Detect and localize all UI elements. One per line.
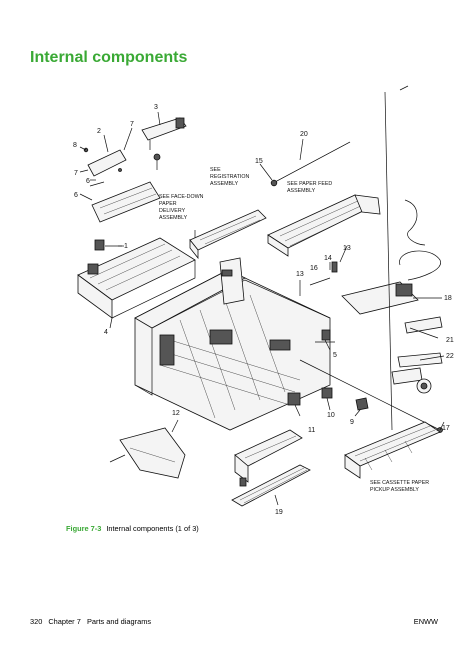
callout-21: 21 <box>446 337 454 344</box>
callout-13a: 13 <box>343 245 351 252</box>
callout-15: 15 <box>255 158 263 165</box>
callout-17: 17 <box>442 425 450 432</box>
callout-16: 16 <box>310 265 318 272</box>
note-registration-line-2: REGISTRATION <box>210 174 250 180</box>
bottom-small-parts <box>287 387 369 411</box>
page-heading: Internal components <box>30 49 188 66</box>
note-cassette-line-1: SEE CASSETTE PAPER <box>370 480 429 486</box>
callout-7a: 7 <box>130 121 134 128</box>
note-face-down: SEE FACE-DOWN PAPER DELIVERY ASSEMBLY <box>159 194 204 221</box>
note-paper-feed-line-1: SEE PAPER FEED <box>287 181 332 187</box>
note-face-down-line-1: SEE FACE-DOWN <box>159 194 204 200</box>
part-3-lever <box>141 117 187 170</box>
callout-14: 14 <box>324 255 332 262</box>
page-footer: 320 Chapter 7 Parts and diagrams ENWW <box>30 617 444 626</box>
footer-edition: ENWW <box>413 617 438 626</box>
part-11-lower-guide <box>234 429 303 487</box>
note-cassette-line-2: PICKUP ASSEMBLY <box>370 487 419 493</box>
figure-caption: Figure 7-3 Internal components (1 of 3) <box>66 524 199 533</box>
note-face-down-line-4: ASSEMBLY <box>159 215 188 221</box>
callout-19: 19 <box>275 509 283 516</box>
leader-lines <box>79 111 445 506</box>
callout-1: 1 <box>124 243 128 250</box>
note-paper-feed-line-2: ASSEMBLY <box>287 188 316 194</box>
note-registration-line-3: ASSEMBLY <box>210 181 239 187</box>
callout-20: 20 <box>300 131 308 138</box>
note-paper-feed: SEE PAPER FEED ASSEMBLY <box>287 181 332 194</box>
callout-5: 5 <box>333 352 337 359</box>
callout-13b: 13 <box>296 271 304 278</box>
callout-labels: 1 2 3 4 5 6 6 7 7 8 9 10 11 12 13 13 14 … <box>73 104 454 516</box>
page-number: 320 <box>30 617 43 626</box>
callout-22: 22 <box>446 353 454 360</box>
callout-18: 18 <box>444 295 452 302</box>
figure-number: Figure 7-3 <box>66 524 102 533</box>
chapter-title: Chapter 7 Parts and diagrams <box>48 617 152 626</box>
callout-6a: 6 <box>86 178 90 185</box>
part-12-side-frame <box>109 427 186 479</box>
note-face-down-line-2: PAPER <box>159 201 177 207</box>
callout-8: 8 <box>73 142 77 149</box>
callout-11: 11 <box>308 427 315 434</box>
paper-feed-assembly <box>267 141 381 257</box>
callout-3: 3 <box>154 104 158 111</box>
callout-7b: 7 <box>74 170 78 177</box>
figure-caption-text: Internal components (1 of 3) <box>106 524 199 533</box>
part-6-upper-guide <box>83 147 161 223</box>
main-frame <box>134 257 331 431</box>
callout-9: 9 <box>350 419 354 426</box>
callout-12: 12 <box>172 410 180 417</box>
part-4-delivery-assembly <box>77 237 196 319</box>
callout-4: 4 <box>104 329 108 336</box>
cassette-pickup-assembly <box>344 421 441 479</box>
callout-10: 10 <box>327 412 335 419</box>
note-registration-line-1: SEE <box>210 167 221 173</box>
callout-2: 2 <box>97 128 101 135</box>
note-registration: SEE REGISTRATION ASSEMBLY <box>210 167 250 187</box>
callout-6b: 6 <box>74 192 78 199</box>
note-face-down-line-3: DELIVERY <box>159 208 186 214</box>
part-19-guide-plate <box>231 464 311 507</box>
note-cassette: SEE CASSETTE PAPER PICKUP ASSEMBLY <box>370 480 429 493</box>
registration-assembly <box>189 209 267 260</box>
